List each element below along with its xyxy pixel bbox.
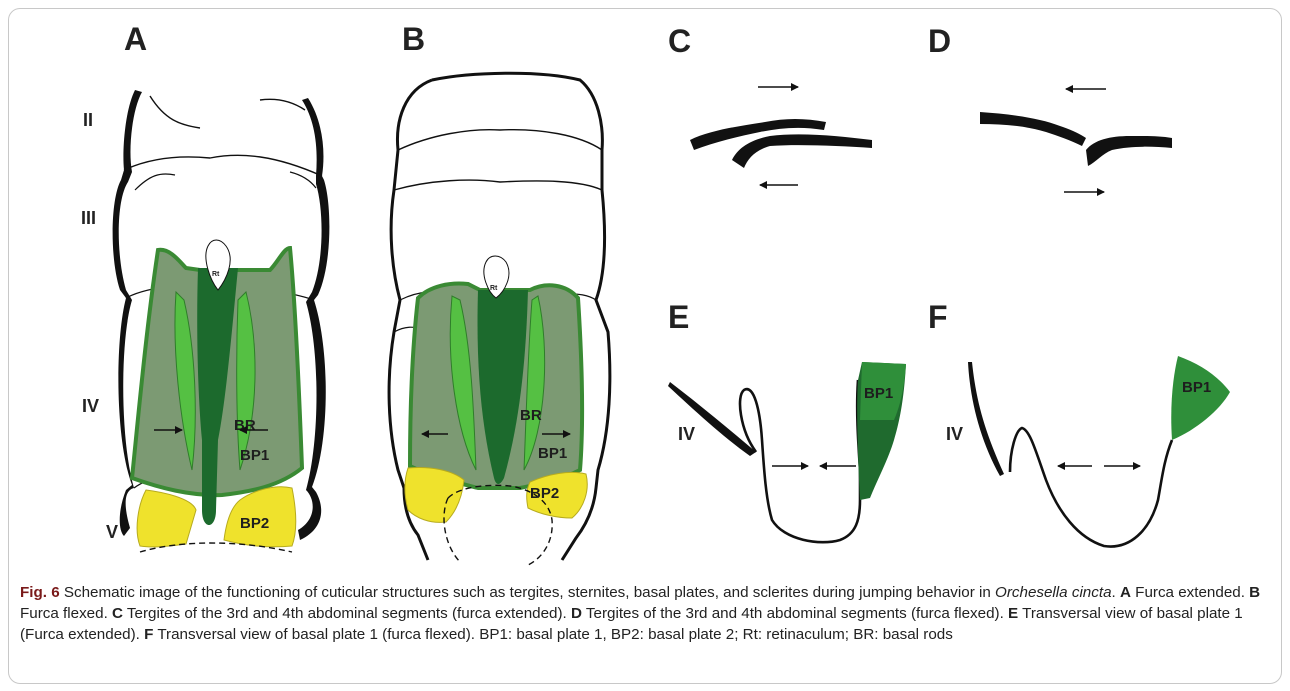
rt-label-a: Rt — [212, 271, 220, 278]
tergite-boundary-b2 — [394, 180, 602, 190]
tergite-ii-top — [150, 96, 200, 128]
caption-text-d: Tergites of the 3rd and 4th abdominal se… — [582, 605, 1008, 622]
rt-label-b: Rt — [490, 285, 498, 292]
panel-b: B Rt BR BP1 BP2 — [389, 21, 610, 566]
cuticle-loop-f — [1010, 428, 1172, 547]
caption-key-b: B — [1249, 584, 1260, 601]
caption-intro: Schematic image of the functioning of cu… — [60, 584, 995, 601]
tergite-iv-c — [732, 134, 872, 168]
basal-plate-1-section-f — [1171, 356, 1230, 440]
bp1-label-b: BP1 — [538, 445, 567, 462]
basal-plate-2-left-a — [137, 490, 196, 547]
caption-after-species: . — [1112, 584, 1120, 601]
panel-a-letter: A — [124, 21, 147, 57]
tergite-iii-d — [980, 112, 1086, 146]
bp2-label-a: BP2 — [240, 515, 269, 532]
caption-key-a: A — [1120, 584, 1131, 601]
figure-caption: Fig. 6 Schematic image of the functionin… — [20, 582, 1270, 645]
caption-fig-label: Fig. 6 — [20, 584, 60, 601]
segment-ii-label: II — [83, 110, 93, 130]
caption-key-d: D — [571, 605, 582, 622]
caption-key-c: C — [112, 605, 123, 622]
bp1-label-f: BP1 — [1182, 379, 1211, 396]
tergite-iii-fold-right — [290, 172, 316, 188]
panel-b-letter: B — [402, 21, 425, 57]
panel-f-letter: F — [928, 299, 948, 335]
caption-text-b: Furca flexed. — [20, 605, 112, 622]
caption-key-f: F — [144, 626, 153, 643]
panel-d: D — [928, 23, 1172, 192]
caption-species: Orchesella cincta — [995, 584, 1112, 601]
caption-key-e: E — [1008, 605, 1018, 622]
tergite-iii-fold — [135, 174, 175, 190]
segment-iv-label-f: IV — [946, 424, 963, 444]
tergite-iv-section-f — [968, 362, 1004, 476]
panel-d-letter: D — [928, 23, 951, 59]
br-label-a: BR — [234, 417, 256, 434]
bp1-label-a: BP1 — [240, 447, 269, 464]
segment-iii-label: III — [81, 208, 96, 228]
caption-text-c: Tergites of the 3rd and 4th abdominal se… — [123, 605, 571, 622]
panel-c: C — [668, 23, 872, 185]
panel-e: E IV BP1 — [668, 299, 906, 542]
figure-illustration: A II III IV V Rt BR BP1 BP2 — [0, 0, 1290, 580]
segment-iv-label: IV — [82, 396, 99, 416]
tergite-iv-d — [1086, 136, 1172, 166]
br-label-b: BR — [520, 407, 542, 424]
panel-a: A II III IV V Rt BR BP1 BP2 — [81, 21, 329, 552]
bp1-label-e: BP1 — [864, 385, 893, 402]
right-tergite-outline — [298, 98, 329, 540]
caption-text-f: Transversal view of basal plate 1 (furca… — [153, 626, 952, 643]
panel-f: F IV BP1 — [928, 299, 1230, 547]
segment-iv-label-e: IV — [678, 424, 695, 444]
cuticle-loop-e — [740, 380, 860, 542]
bp2-label-b: BP2 — [530, 485, 559, 502]
tergite-ii-top-right — [260, 99, 305, 110]
caption-text-a: Furca extended. — [1131, 584, 1249, 601]
panel-c-letter: C — [668, 23, 691, 59]
segment-v-label: V — [106, 522, 118, 542]
tergite-boundary-b1 — [398, 130, 602, 150]
basal-plate-2-left-b — [405, 468, 464, 523]
panel-e-letter: E — [668, 299, 689, 335]
